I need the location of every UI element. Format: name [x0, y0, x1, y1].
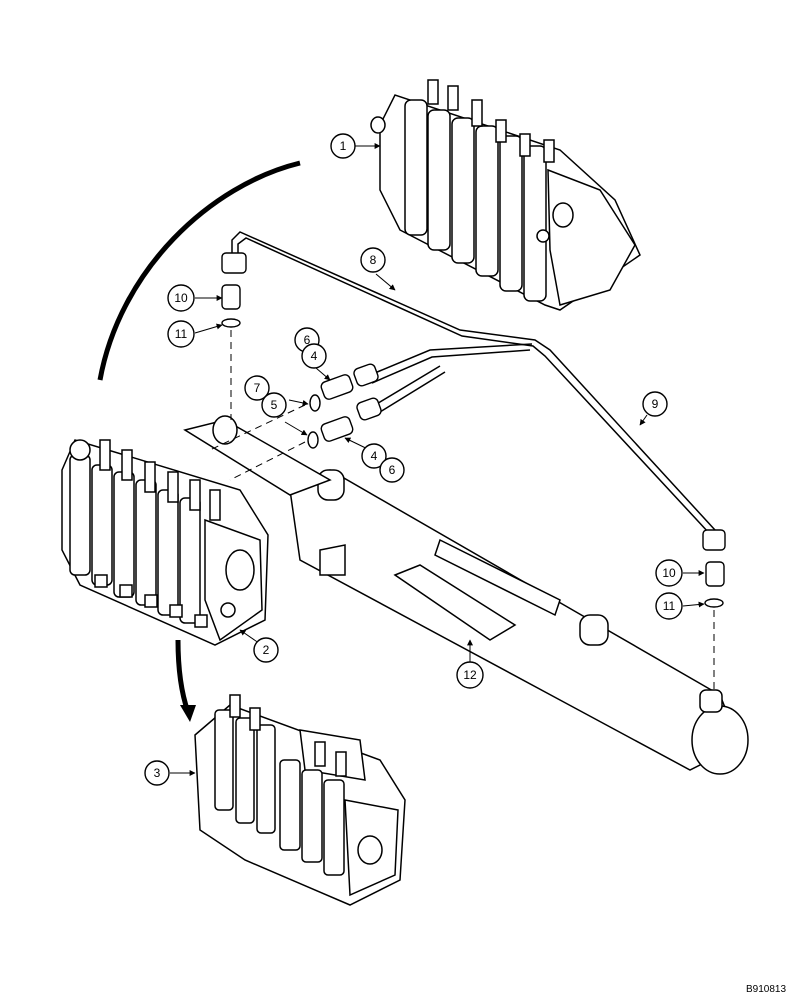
tube-nut-right [702, 529, 726, 551]
svg-text:8: 8 [370, 253, 377, 267]
control-valve-1 [370, 79, 641, 311]
o-ring-upper [309, 394, 321, 412]
alignment-lines [209, 330, 715, 690]
steering-cylinder [183, 415, 749, 775]
callout-4-upper: 4 [301, 343, 327, 369]
o-ring-right [704, 598, 724, 608]
tube-nut-lower [356, 397, 382, 421]
reference-arrowhead-bottom [180, 705, 196, 722]
adapter-fitting-left [221, 284, 241, 310]
callout-12: 12 [456, 661, 484, 689]
fittings [221, 252, 726, 608]
o-ring-left [221, 318, 241, 328]
hydraulic-lines [231, 231, 716, 534]
callout-8: 8 [360, 247, 386, 273]
svg-text:4: 4 [371, 449, 378, 463]
callout-1: 1 [330, 133, 356, 159]
svg-text:6: 6 [389, 463, 396, 477]
reference-curve-top [97, 160, 301, 381]
svg-text:2: 2 [263, 643, 270, 657]
callout-10-left: 10 [167, 284, 195, 312]
svg-text:3: 3 [154, 766, 161, 780]
svg-text:7: 7 [254, 381, 261, 395]
drawing-code: B910813 [746, 984, 786, 995]
svg-text:11: 11 [663, 599, 676, 613]
tube-nut-left [221, 252, 247, 274]
svg-text:11: 11 [175, 327, 188, 341]
callout-6-lower: 6 [379, 457, 405, 483]
callout-11-right: 11 [655, 592, 683, 620]
o-ring-lower [307, 431, 319, 449]
svg-text:5: 5 [271, 398, 278, 412]
svg-text:12: 12 [463, 668, 477, 682]
elbow-fitting-upper [320, 374, 354, 400]
control-valve-3 [194, 694, 406, 906]
control-valve-2 [61, 439, 269, 646]
callout-9: 9 [642, 391, 668, 417]
callouts: 1 2 3 8 9 10 11 10 11 6 4 7 5 4 6 12 [144, 133, 683, 786]
svg-text:4: 4 [311, 349, 318, 363]
elbow-fitting-lower [320, 416, 354, 442]
leader-lines [170, 143, 705, 776]
svg-text:9: 9 [652, 397, 659, 411]
callout-10-right: 10 [655, 559, 683, 587]
callout-5-upper: 5 [261, 392, 287, 418]
callout-2: 2 [253, 637, 279, 663]
svg-text:6: 6 [304, 333, 311, 347]
tube-nut-upper [353, 363, 379, 387]
callout-3: 3 [144, 760, 170, 786]
svg-text:1: 1 [340, 139, 347, 153]
callout-11-left: 11 [167, 320, 195, 348]
svg-text:10: 10 [174, 291, 188, 305]
callout-7: 7 [244, 375, 270, 401]
svg-text:10: 10 [662, 566, 676, 580]
reference-curve-bottom [175, 639, 191, 713]
callout-4-lower: 4 [361, 443, 387, 469]
adapter-fitting-right [705, 561, 725, 587]
